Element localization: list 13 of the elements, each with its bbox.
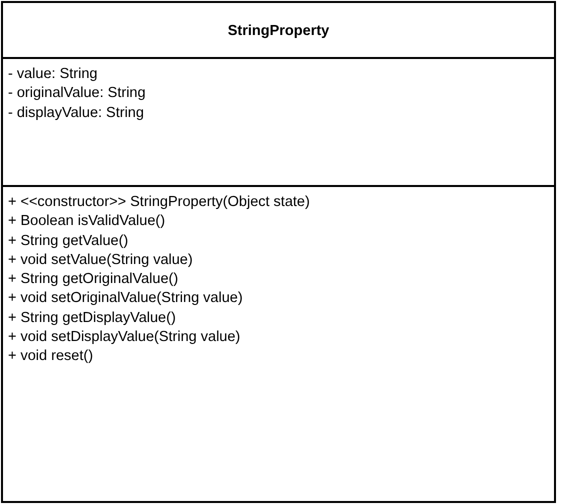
attribute-text: - displayValue: String	[8, 104, 144, 123]
operation-text: + void setOriginalValue(String value)	[8, 289, 243, 308]
operation-text: + <<constructor>> StringProperty(Object state)	[8, 193, 310, 212]
operation-text: + String getDisplayValue()	[8, 308, 176, 328]
operation-text: + void setDisplayValue(String value)	[8, 328, 240, 348]
operation-text: + Boolean isValidValue()	[8, 212, 166, 232]
operation-text: + String getValue()	[8, 232, 128, 251]
operation-text: + String getOriginalValue()	[8, 270, 178, 290]
operation-text: + void setValue(String value)	[8, 250, 193, 270]
class-name: StringProperty	[226, 23, 330, 39]
attribute-text: - originalValue: String	[8, 84, 146, 104]
attribute-text: - value: String	[8, 65, 98, 84]
operation-text: + void reset()	[8, 347, 94, 366]
